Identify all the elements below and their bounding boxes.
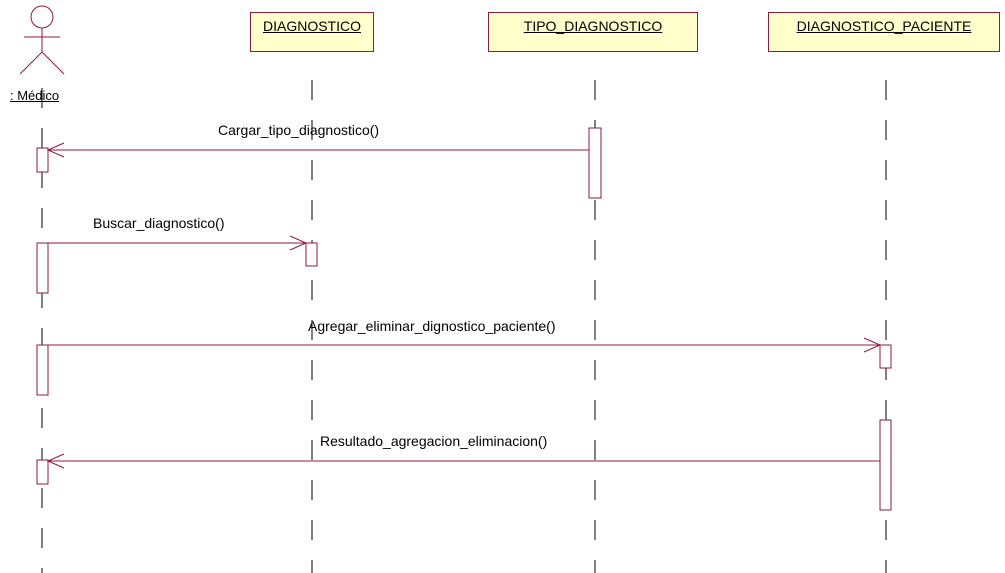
message-arrow-buscar [48,235,308,251]
activation-medico-4 [36,459,49,485]
object-label-tipo-diagnostico: TIPO_DIAGNOSTICO [523,18,663,34]
activation-medico-2 [36,242,49,294]
message-label-resultado: Resultado_agregacion_eliminacion() [320,433,548,449]
actor-icon [19,5,65,75]
message-arrow-agregar [48,337,882,353]
actor-label: : Médico [10,88,60,103]
object-label-diagnostico-paciente: DIAGNOSTICO_PACIENTE [796,18,972,34]
activation-diagnostico-paciente-1 [879,344,892,369]
activation-tipo-diagnostico [588,127,602,199]
activation-diagnostico-paciente-2 [879,419,892,511]
message-label-buscar: Buscar_diagnostico() [93,215,225,231]
activation-medico-3 [36,344,49,396]
message-arrow-cargar [46,142,589,158]
object-box-tipo-diagnostico: TIPO_DIAGNOSTICO [488,12,698,52]
message-label-agregar: Agregar_eliminar_dignostico_paciente() [308,318,556,334]
activation-medico-1 [36,147,49,173]
object-label-diagnostico: DIAGNOSTICO [262,18,361,34]
message-arrow-resultado [46,453,880,469]
message-label-cargar: Cargar_tipo_diagnostico() [218,122,380,138]
object-box-diagnostico-paciente: DIAGNOSTICO_PACIENTE [768,12,1000,52]
activation-diagnostico [305,242,318,267]
object-box-diagnostico: DIAGNOSTICO [250,12,374,52]
